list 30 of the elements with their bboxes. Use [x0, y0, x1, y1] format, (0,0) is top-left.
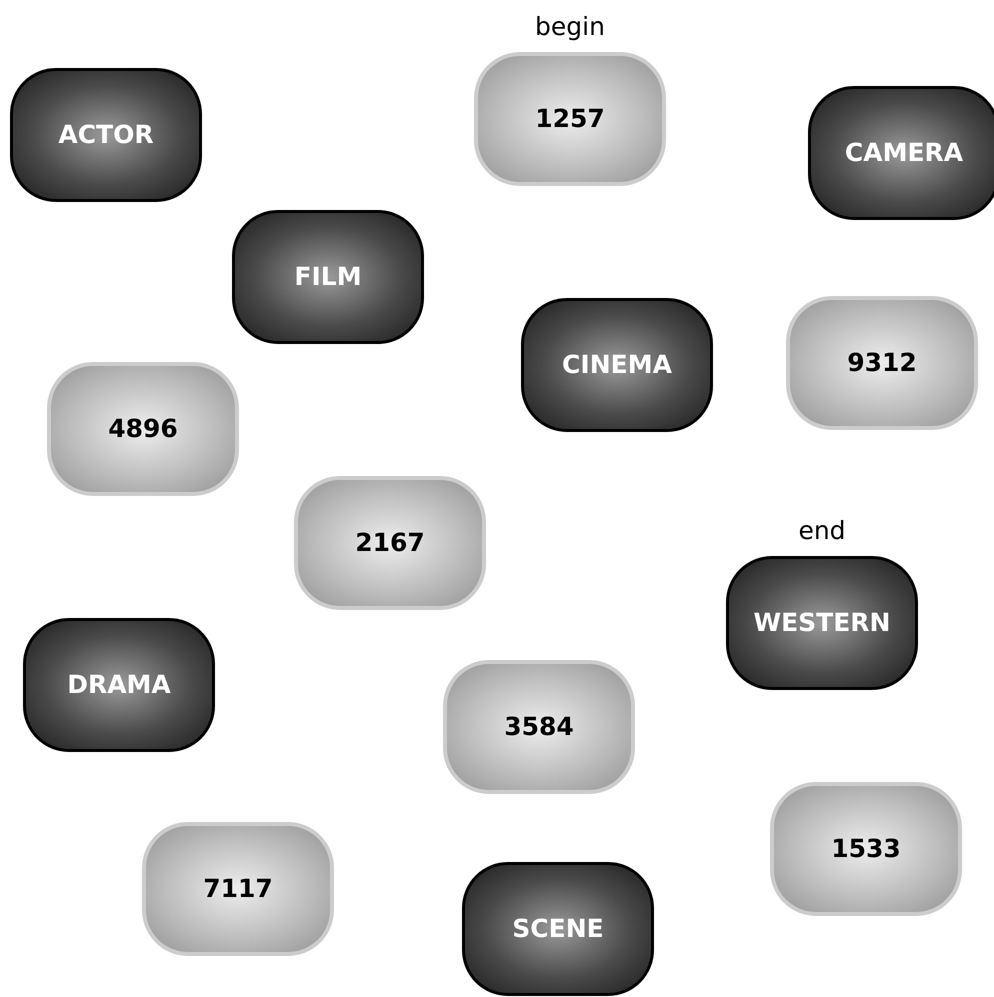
dark-rounded-box	[23, 618, 215, 752]
light-rounded-box	[142, 822, 334, 956]
node-label: 3584	[504, 711, 574, 744]
light-rounded-box	[294, 476, 486, 610]
dark-rounded-box	[808, 86, 994, 220]
node-label: 9312	[847, 347, 917, 380]
node-label: 4896	[108, 413, 178, 446]
node-label: CINEMA	[562, 349, 672, 382]
dark-rounded-box	[521, 298, 713, 432]
node-caption: begin	[534, 11, 606, 43]
node-label: 7117	[203, 873, 273, 906]
light-rounded-box	[443, 660, 635, 794]
dark-rounded-box	[232, 210, 424, 344]
node-label: 1257	[535, 103, 605, 136]
light-rounded-box	[770, 782, 962, 916]
node-label: SCENE	[512, 913, 604, 946]
light-rounded-box	[474, 52, 666, 186]
dark-rounded-box	[462, 862, 654, 996]
node-label: DRAMA	[67, 669, 171, 702]
dark-rounded-box	[10, 68, 202, 202]
light-rounded-box	[47, 362, 239, 496]
node-label: CAMERA	[844, 137, 964, 170]
node-label: FILM	[294, 261, 362, 294]
node-label: 1533	[831, 833, 901, 866]
light-rounded-box	[786, 296, 978, 430]
dark-rounded-box	[726, 556, 918, 690]
node-label: 2167	[355, 527, 425, 560]
node-caption: end	[797, 515, 847, 547]
node-label: WESTERN	[754, 607, 890, 640]
node-label: ACTOR	[58, 119, 154, 152]
